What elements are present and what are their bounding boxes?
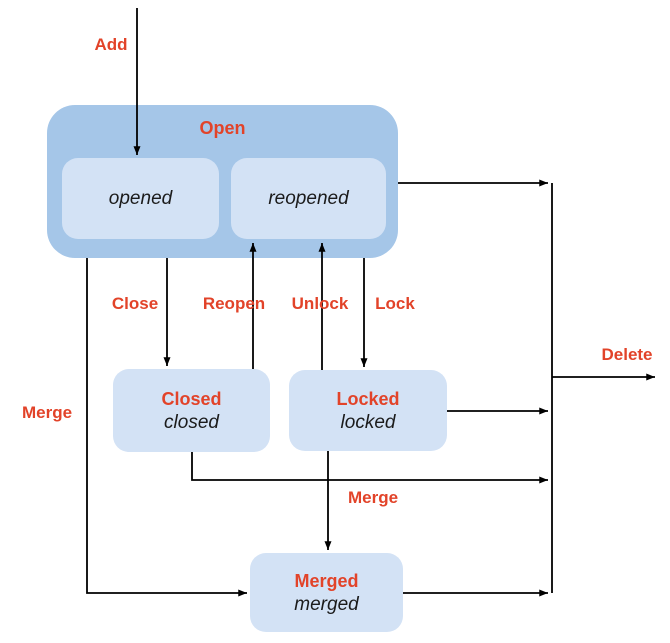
locked-state-label: locked: [340, 411, 396, 433]
closed-node-title: Closed: [161, 388, 222, 409]
node-merged: Merged merged: [250, 553, 403, 632]
lock-edge-label: Lock: [375, 294, 415, 313]
merge-left-edge-label: Merge: [21, 403, 73, 422]
node-open-group: Open opened reopened: [47, 105, 398, 258]
node-opened: opened: [62, 158, 219, 239]
add-edge-label: Add: [94, 35, 128, 54]
reopen-edge-label: Reopen: [202, 294, 266, 313]
delete-edge-label: Delete: [601, 345, 653, 364]
locked-node-title: Locked: [336, 388, 400, 409]
reopened-state-label: reopened: [268, 188, 349, 209]
close-edge-label: Close: [111, 294, 159, 313]
merged-state-label: merged: [294, 593, 359, 615]
unlock-edge-label: Unlock: [291, 294, 349, 313]
node-reopened: reopened: [231, 158, 386, 239]
merged-node-title: Merged: [294, 570, 359, 591]
merge-bottom-edge-label: Merge: [347, 488, 399, 507]
node-locked: Locked locked: [289, 370, 447, 451]
open-group-title: Open: [199, 118, 246, 138]
closed-state-label: closed: [164, 411, 219, 433]
node-closed: Closed closed: [113, 369, 270, 452]
opened-state-label: opened: [108, 188, 173, 209]
edge-closed-to-delete: [191, 452, 548, 484]
